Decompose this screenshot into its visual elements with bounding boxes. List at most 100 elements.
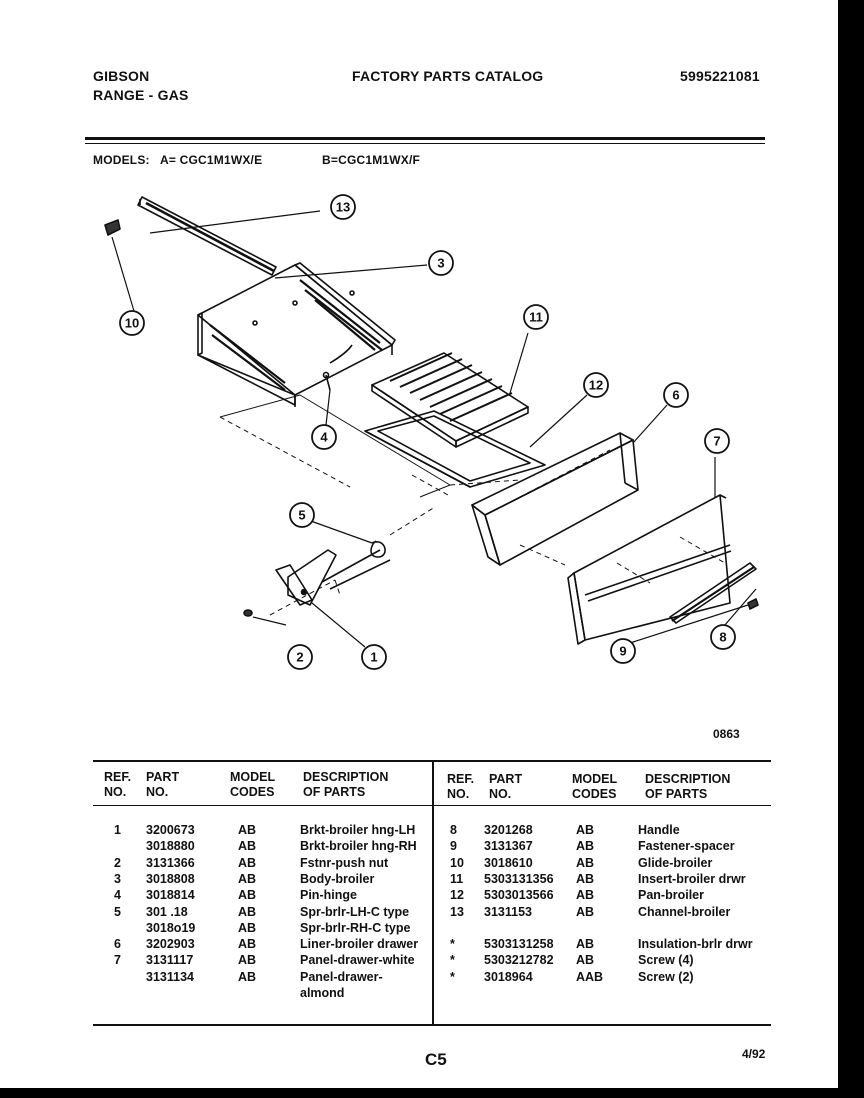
- cell-ref: 13: [450, 904, 464, 919]
- callout-6: 6: [672, 388, 679, 403]
- cell-model-code: AB: [576, 953, 595, 968]
- table-row: [0, 920, 864, 936]
- cell-ref: 4: [114, 888, 121, 903]
- cell-model-code: AB: [238, 871, 257, 886]
- exploded-parts-diagram: 13 3 10 11 12 6 4 7 5 9 8 2 1: [104, 194, 759, 670]
- cell-part-number: 5303212782: [484, 953, 554, 968]
- part-spring: [321, 540, 391, 590]
- cell-model-code: AB: [576, 823, 595, 837]
- scan-border-right: [838, 0, 864, 1098]
- callout-11: 11: [529, 310, 543, 325]
- col-ref-label-2: NO.: [104, 785, 127, 799]
- cell-ref: 11: [450, 871, 464, 886]
- revision-date: 4/92: [742, 1047, 766, 1061]
- cell-model-code: AB: [576, 937, 595, 952]
- cell-model-code: AB: [238, 969, 257, 984]
- cell-part-number: 5303131356: [484, 871, 554, 886]
- cell-description: Screw (4): [638, 953, 694, 968]
- cell-part-number: 3200673: [146, 823, 195, 837]
- cell-ref: 1: [114, 823, 121, 837]
- part-body-broiler: [197, 262, 396, 407]
- cell-part-number: 3131134: [146, 969, 194, 984]
- part-channel-broiler: [137, 196, 277, 276]
- cell-description: Insulation-brlr drwr: [638, 937, 753, 952]
- callout-8: 8: [719, 630, 726, 645]
- catalog-title: FACTORY PARTS CATALOG: [352, 68, 544, 84]
- cell-ref: *: [450, 969, 455, 984]
- cell-model-code: AB: [576, 904, 595, 919]
- callout-10: 10: [125, 316, 139, 331]
- part-fastener-spacer: [747, 598, 759, 610]
- cell-part-number: 3201268: [484, 823, 533, 837]
- col-model-label-2: CODES: [230, 785, 275, 799]
- cell-description: Panel-drawer-white: [300, 953, 415, 968]
- catalog-number: 5995221081: [680, 68, 760, 84]
- callout-1: 1: [370, 650, 377, 665]
- col-desc-label-2: OF PARTS: [303, 785, 366, 799]
- cell-part-number: 5303013566: [484, 888, 554, 903]
- cell-ref: 7: [114, 953, 121, 968]
- callout-9: 9: [619, 644, 626, 659]
- page-code: C5: [425, 1050, 447, 1069]
- table-row: 3018880 AB Brkt-broiler hng-RH: [0, 838, 864, 854]
- callout-2: 2: [296, 650, 303, 665]
- cell-description: Body-broiler: [300, 871, 375, 886]
- part-pan-broiler: [364, 410, 546, 488]
- callout-13: 13: [336, 200, 350, 215]
- product-label: RANGE - GAS: [93, 87, 189, 103]
- cell-ref: *: [450, 953, 455, 968]
- cell-description: Screw (2): [638, 969, 694, 984]
- part-insert-broiler-drawer: [371, 352, 529, 448]
- cell-model-code: AB: [238, 937, 257, 952]
- cell-model-code: AB: [238, 839, 257, 854]
- cell-description: Spr-brlr-RH-C type: [300, 920, 411, 935]
- col-part-label-2: NO.: [146, 785, 169, 799]
- callout-12: 12: [589, 378, 603, 393]
- callout-5: 5: [298, 508, 305, 523]
- cell-description: Spr-brlr-LH-C type: [300, 904, 410, 919]
- cell-part-number: 301 .18: [146, 904, 188, 919]
- model-b: B=CGC1M1WX/F: [322, 153, 421, 167]
- col-ref-label-right: REF.: [447, 772, 475, 786]
- cell-model-code: AB: [238, 823, 257, 837]
- col-part-label: PART: [146, 770, 180, 784]
- cell-model-code: AB: [576, 839, 595, 854]
- figure-number: 0863: [713, 727, 740, 741]
- col-part-label-right: PART: [489, 772, 523, 786]
- cell-part-number: 3018880: [146, 839, 195, 854]
- col-model-label-right-2: CODES: [572, 787, 617, 801]
- cell-part-number: 5303131258: [484, 937, 554, 952]
- col-ref-label-right-2: NO.: [447, 787, 470, 801]
- cell-ref: *: [450, 937, 455, 952]
- table-row: 3 3018808 AB Body-broiler: [0, 871, 864, 887]
- cell-ref: 3: [114, 871, 121, 886]
- cell-model-code: AB: [576, 871, 595, 886]
- cell-model-code: AB: [238, 920, 257, 935]
- table-column-divider: [432, 760, 434, 1025]
- col-model-label: MODEL: [230, 770, 276, 784]
- cell-part-number: 3018808: [146, 871, 195, 886]
- callout-4: 4: [320, 430, 328, 445]
- cell-part-number: 3018814: [146, 888, 195, 903]
- header-rule-thin: [85, 143, 765, 144]
- cell-model-code: AB: [576, 855, 595, 870]
- table-bottom-rule: [93, 1024, 771, 1026]
- cell-part-number: 3018610: [484, 855, 533, 870]
- cell-ref: 10: [450, 855, 464, 870]
- cell-part-number: 3131117: [146, 953, 194, 968]
- table-row: 7 3131117 AB Panel-drawer-white: [0, 952, 864, 968]
- cell-description: Liner-broiler drawer: [300, 937, 419, 952]
- cell-description: Brkt-broiler hng-RH: [300, 839, 417, 854]
- col-model-label-right: MODEL: [572, 772, 618, 786]
- models-label: MODELS:: [93, 153, 150, 167]
- cell-model-code: AB: [238, 888, 257, 903]
- cell-part-number: 3018o19: [146, 920, 196, 935]
- col-part-label-right-2: NO.: [489, 787, 512, 801]
